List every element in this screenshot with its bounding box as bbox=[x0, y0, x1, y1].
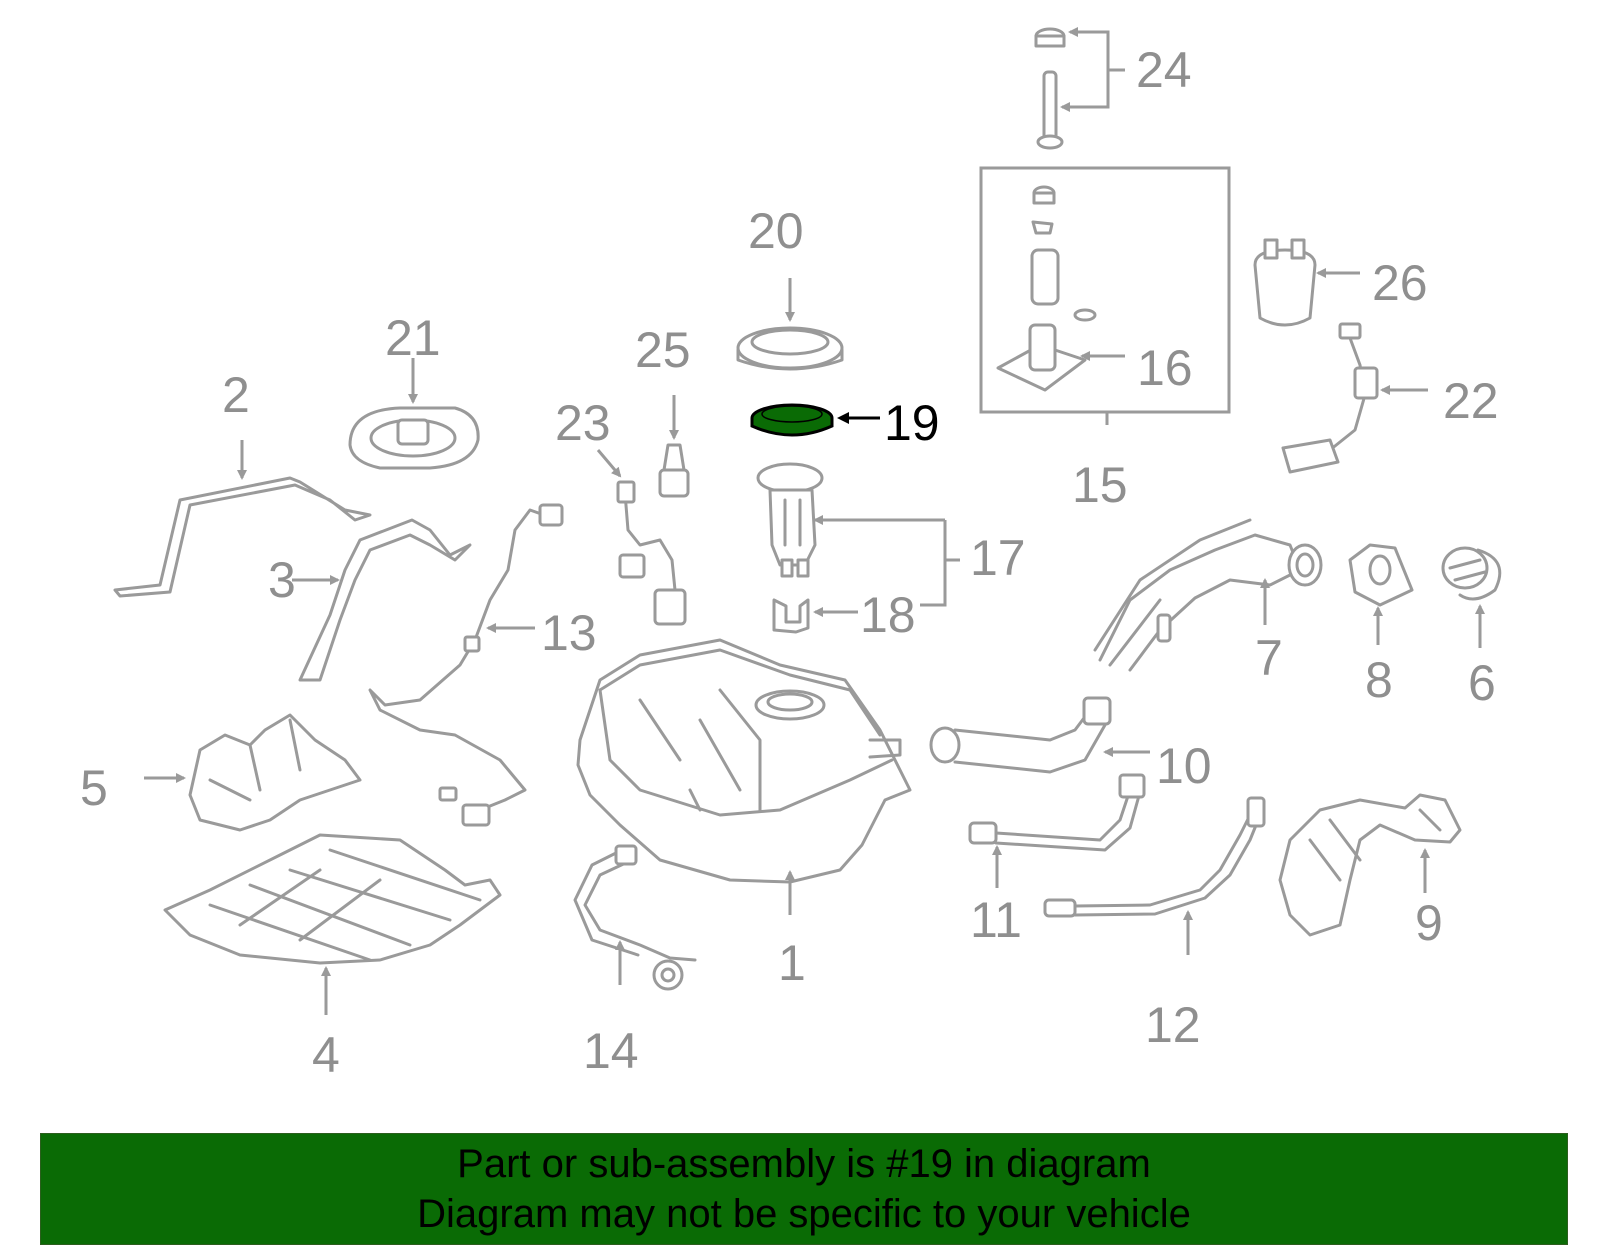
part-3-tank-strap bbox=[292, 518, 472, 682]
callout-8: 8 bbox=[1365, 652, 1393, 708]
callout-21: 21 bbox=[385, 310, 441, 366]
part-26-fuel-filter bbox=[1253, 238, 1360, 327]
callout-7: 7 bbox=[1255, 630, 1283, 686]
callout-15: 15 bbox=[1072, 457, 1128, 513]
part-23-connector-harness bbox=[596, 449, 687, 626]
callout-6: 6 bbox=[1468, 655, 1496, 711]
callout-10: 10 bbox=[1156, 738, 1212, 794]
callout-18: 18 bbox=[860, 587, 916, 643]
callout-2: 2 bbox=[222, 367, 250, 423]
callout-3: 3 bbox=[268, 552, 296, 608]
part-6-fuel-cap bbox=[1441, 546, 1502, 648]
part-1-fuel-tank bbox=[576, 638, 912, 915]
callout-26: 26 bbox=[1372, 255, 1428, 311]
part-2-tank-strap bbox=[113, 440, 372, 598]
callout-11: 11 bbox=[970, 892, 1022, 948]
callout-25: 25 bbox=[635, 322, 691, 378]
callout-23: 23 bbox=[555, 395, 611, 451]
callout-9: 9 bbox=[1415, 895, 1443, 951]
callout-17: 17 bbox=[970, 530, 1026, 586]
callout-13: 13 bbox=[541, 605, 597, 661]
callout-4: 4 bbox=[312, 1027, 340, 1083]
callout-labels: 1 2 3 4 5 6 7 8 9 10 11 12 13 14 15 16 1… bbox=[80, 42, 1499, 1083]
part-18-clip bbox=[772, 598, 858, 634]
part-4-tank-undercover bbox=[163, 833, 502, 1015]
part-5-heat-shield bbox=[144, 713, 362, 832]
part-19-gasket-highlighted bbox=[750, 403, 880, 437]
callout-14: 14 bbox=[583, 1023, 639, 1079]
part-7-filler-neck bbox=[1093, 518, 1323, 672]
part-22-pump-harness bbox=[1281, 322, 1428, 474]
part-8-bracket bbox=[1348, 543, 1414, 645]
banner-line-2: Diagram may not be specific to your vehi… bbox=[417, 1192, 1191, 1236]
callout-20: 20 bbox=[748, 203, 804, 259]
part-9-splash-guard bbox=[1278, 793, 1462, 937]
part-13-sensor-harness bbox=[368, 503, 564, 827]
part-17-fuel-pump-assembly bbox=[756, 462, 960, 607]
callout-24: 24 bbox=[1136, 42, 1192, 98]
callout-5: 5 bbox=[80, 760, 108, 816]
banner-line-1: Part or sub-assembly is #19 in diagram bbox=[457, 1142, 1151, 1186]
callout-19-highlighted: 19 bbox=[884, 395, 940, 451]
part-11-vent-hose bbox=[968, 773, 1146, 888]
part-24-bolt-set bbox=[1034, 27, 1125, 150]
info-banner: Part or sub-assembly is #19 in diagram D… bbox=[40, 1133, 1568, 1245]
part-20-retainer-ring bbox=[736, 278, 844, 371]
part-21-access-cover bbox=[348, 358, 480, 470]
callout-22: 22 bbox=[1443, 373, 1499, 429]
part-15-fuel-filter-kit-box bbox=[979, 166, 1231, 425]
part-14-breather-pipe bbox=[573, 844, 697, 991]
part-12-fuel-pipe bbox=[1043, 796, 1266, 955]
part-10-filler-hose bbox=[929, 696, 1150, 774]
part-25-bolt bbox=[658, 395, 690, 498]
callout-12: 12 bbox=[1145, 997, 1201, 1053]
callout-1: 1 bbox=[778, 935, 806, 991]
callout-16: 16 bbox=[1137, 340, 1193, 396]
